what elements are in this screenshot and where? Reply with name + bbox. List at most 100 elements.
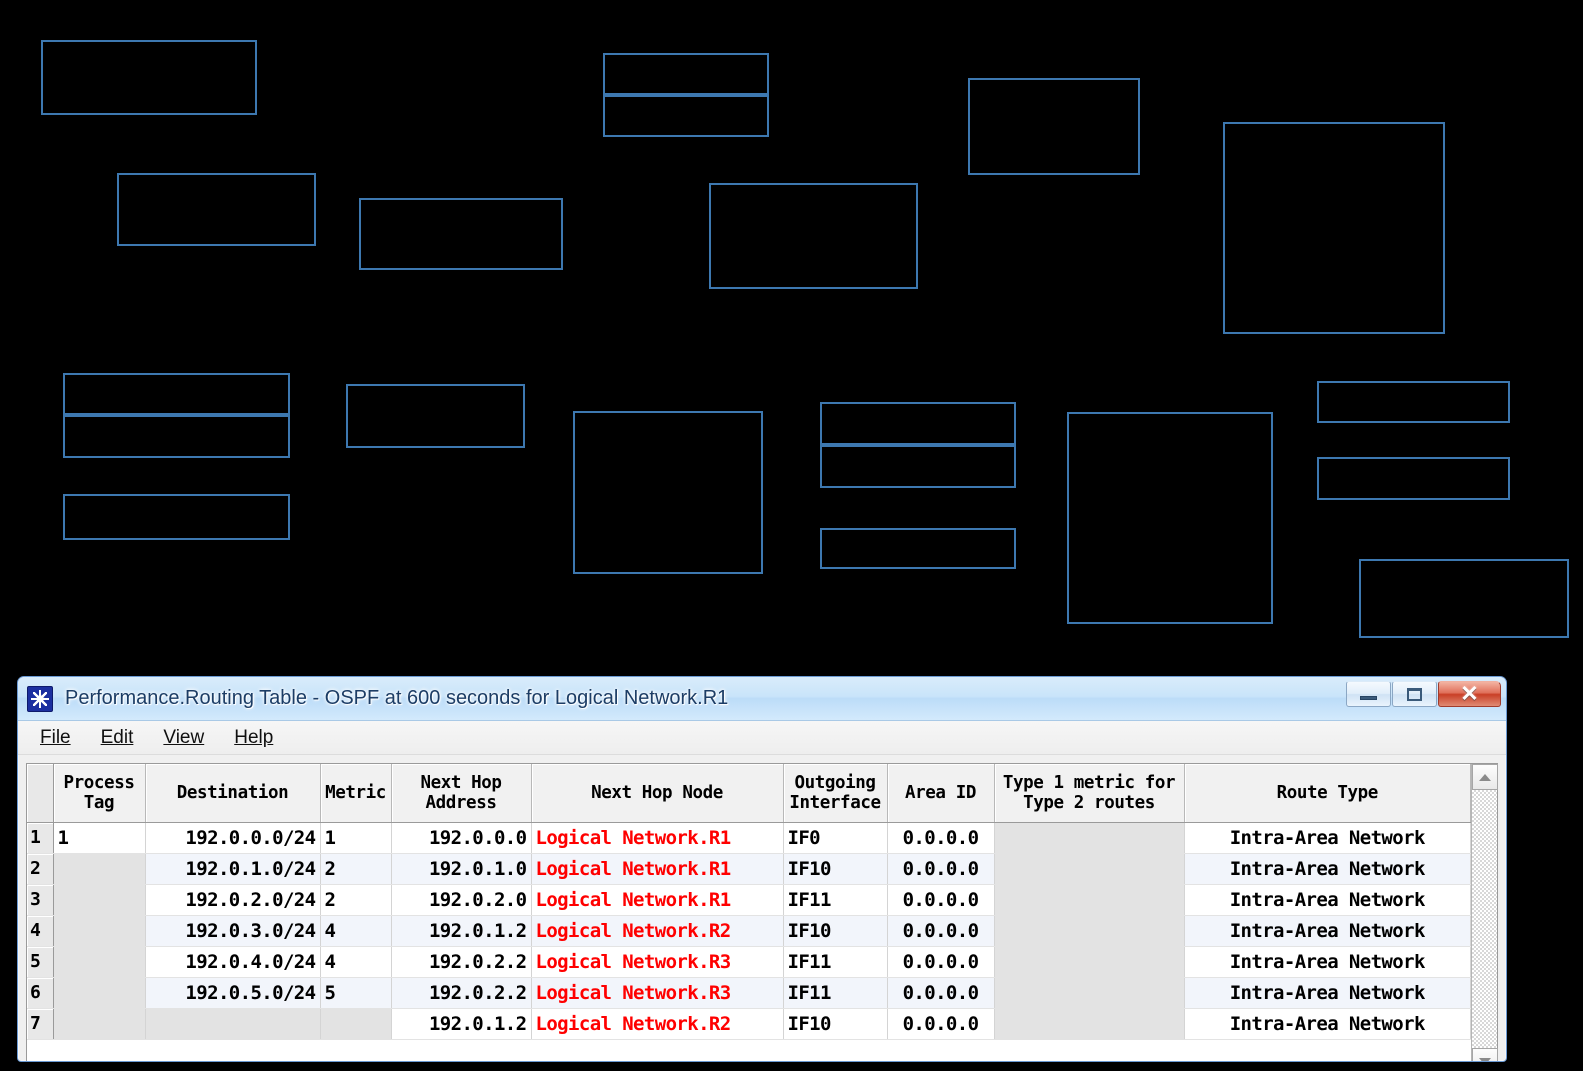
rowcell-route-type[interactable]: Intra-Area Network xyxy=(1184,977,1471,1009)
rowcell-next-hop-address[interactable]: 192.0.1.2 xyxy=(391,915,532,947)
rowcell-process-tag[interactable] xyxy=(53,853,146,885)
rowcell-outgoing-interface[interactable]: IF10 xyxy=(783,915,888,947)
window-title-bar[interactable]: Performance.Routing Table - OSPF at 600 … xyxy=(18,677,1506,721)
column-header-destination[interactable]: Destination xyxy=(145,764,321,823)
rowcell-type1-metric[interactable] xyxy=(994,946,1185,978)
rowcell-area-id[interactable]: 0.0.0.0 xyxy=(887,1008,995,1040)
rowcell-metric[interactable]: 4 xyxy=(320,946,392,978)
rowcell-metric[interactable]: 2 xyxy=(320,853,392,885)
rowcell-process-tag[interactable] xyxy=(53,1008,146,1040)
rowcell-process-tag[interactable]: 1 xyxy=(53,822,146,854)
rowcell-route-type[interactable]: Intra-Area Network xyxy=(1184,946,1471,978)
table-corner-cell[interactable] xyxy=(27,764,54,823)
rowcell-process-tag[interactable] xyxy=(53,884,146,916)
rowcell-destination[interactable]: 192.0.1.0/24 xyxy=(145,853,321,885)
rowcell-next-hop-address[interactable]: 192.0.1.2 xyxy=(391,1008,532,1040)
rowcell-route-type[interactable]: Intra-Area Network xyxy=(1184,822,1471,854)
rowcell-area-id[interactable]: 0.0.0.0 xyxy=(887,853,995,885)
rowcell-route-type[interactable]: Intra-Area Network xyxy=(1184,884,1471,916)
rowcell-next-hop-node[interactable]: Logical Network.R1 xyxy=(531,822,784,854)
rowcell-metric[interactable]: 1 xyxy=(320,822,392,854)
rowcell-process-tag[interactable] xyxy=(53,946,146,978)
rowcell-area-id[interactable]: 0.0.0.0 xyxy=(887,884,995,916)
row-number-header[interactable]: 4 xyxy=(27,915,54,947)
rowcell-process-tag[interactable] xyxy=(53,915,146,947)
rowcell-process-tag[interactable] xyxy=(53,977,146,1009)
menu-item-help[interactable]: Help xyxy=(234,727,273,749)
rowcell-area-id[interactable]: 0.0.0.0 xyxy=(887,946,995,978)
redacted-region xyxy=(820,528,1016,569)
rowcell-destination[interactable]: 192.0.4.0/24 xyxy=(145,946,321,978)
rowcell-next-hop-address[interactable]: 192.0.1.0 xyxy=(391,853,532,885)
menu-item-edit[interactable]: Edit xyxy=(101,727,134,749)
column-header-next-hop-node[interactable]: Next Hop Node xyxy=(531,764,784,823)
rowcell-area-id[interactable]: 0.0.0.0 xyxy=(887,915,995,947)
rowcell-outgoing-interface[interactable]: IF10 xyxy=(783,1008,888,1040)
rowcell-next-hop-address[interactable]: 192.0.2.2 xyxy=(391,977,532,1009)
rowcell-metric[interactable]: 4 xyxy=(320,915,392,947)
row-number-header[interactable]: 7 xyxy=(27,1008,54,1040)
scroll-down-button[interactable] xyxy=(1472,1048,1498,1061)
menu-item-file[interactable]: File xyxy=(40,727,71,749)
rowcell-type1-metric[interactable] xyxy=(994,853,1185,885)
minimize-button[interactable] xyxy=(1346,681,1391,707)
rowcell-metric[interactable] xyxy=(320,1008,392,1040)
rowcell-destination[interactable]: 192.0.5.0/24 xyxy=(145,977,321,1009)
rowcell-metric[interactable]: 2 xyxy=(320,884,392,916)
rowcell-type1-metric[interactable] xyxy=(994,822,1185,854)
rowcell-next-hop-node[interactable]: Logical Network.R1 xyxy=(531,884,784,916)
rowcell-route-type[interactable]: Intra-Area Network xyxy=(1184,1008,1471,1040)
rowcell-area-id[interactable]: 0.0.0.0 xyxy=(887,822,995,854)
row-number-header[interactable]: 6 xyxy=(27,977,54,1009)
close-button[interactable]: ✕ xyxy=(1438,681,1501,707)
rowcell-outgoing-interface[interactable]: IF11 xyxy=(783,946,888,978)
column-header-metric[interactable]: Metric xyxy=(320,764,392,823)
scroll-up-button[interactable] xyxy=(1472,764,1498,790)
menu-item-view[interactable]: View xyxy=(163,727,204,749)
rowcell-area-id[interactable]: 0.0.0.0 xyxy=(887,977,995,1009)
rowcell-type1-metric[interactable] xyxy=(994,884,1185,916)
rowcell-outgoing-interface[interactable]: IF0 xyxy=(783,822,888,854)
row-number-header[interactable]: 1 xyxy=(27,822,54,854)
rowcell-destination[interactable]: 192.0.0.0/24 xyxy=(145,822,321,854)
column-header-outgoing-interface[interactable]: Outgoing Interface xyxy=(783,764,888,823)
column-header-process-tag[interactable]: Process Tag xyxy=(53,764,146,823)
rowcell-outgoing-interface[interactable]: IF10 xyxy=(783,853,888,885)
rowcell-outgoing-interface[interactable]: IF11 xyxy=(783,884,888,916)
column-header-type1-metric[interactable]: Type 1 metric for Type 2 routes xyxy=(994,764,1185,823)
vertical-scrollbar[interactable] xyxy=(1471,764,1498,1061)
column-header-area-id[interactable]: Area ID xyxy=(887,764,995,823)
row-number-header[interactable]: 2 xyxy=(27,853,54,885)
rowcell-type1-metric[interactable] xyxy=(994,977,1185,1009)
rowcell-next-hop-address[interactable]: 192.0.0.0 xyxy=(391,822,532,854)
rowcell-metric[interactable]: 5 xyxy=(320,977,392,1009)
rowcell-next-hop-node[interactable]: Logical Network.R3 xyxy=(531,977,784,1009)
rowcell-next-hop-node[interactable]: Logical Network.R3 xyxy=(531,946,784,978)
rowcell-outgoing-interface[interactable]: IF11 xyxy=(783,977,888,1009)
header-line-1: Process xyxy=(63,772,135,793)
restore-button[interactable] xyxy=(1392,681,1437,707)
rowcell-type1-metric[interactable] xyxy=(994,915,1185,947)
rowcell-route-type[interactable]: Intra-Area Network xyxy=(1184,915,1471,947)
rowcell-destination[interactable]: 192.0.2.0/24 xyxy=(145,884,321,916)
rowcell-next-hop-node[interactable]: Logical Network.R1 xyxy=(531,853,784,885)
rowcell-next-hop-node[interactable]: Logical Network.R2 xyxy=(531,1008,784,1040)
rowcell-next-hop-address[interactable]: 192.0.2.2 xyxy=(391,946,532,978)
column-header-next-hop-address[interactable]: Next Hop Address xyxy=(391,764,532,823)
row-number-header[interactable]: 5 xyxy=(27,946,54,978)
rowcell-destination[interactable] xyxy=(145,1008,321,1040)
column-header-route-type[interactable]: Route Type xyxy=(1184,764,1471,823)
rowcell-destination[interactable]: 192.0.3.0/24 xyxy=(145,915,321,947)
row-number-header[interactable]: 3 xyxy=(27,884,54,916)
rowcell-next-hop-address[interactable]: 192.0.2.0 xyxy=(391,884,532,916)
rowcell-type1-metric[interactable] xyxy=(994,1008,1185,1040)
rowcell-next-hop-node[interactable]: Logical Network.R2 xyxy=(531,915,784,947)
rowcell-route-type[interactable]: Intra-Area Network xyxy=(1184,853,1471,885)
